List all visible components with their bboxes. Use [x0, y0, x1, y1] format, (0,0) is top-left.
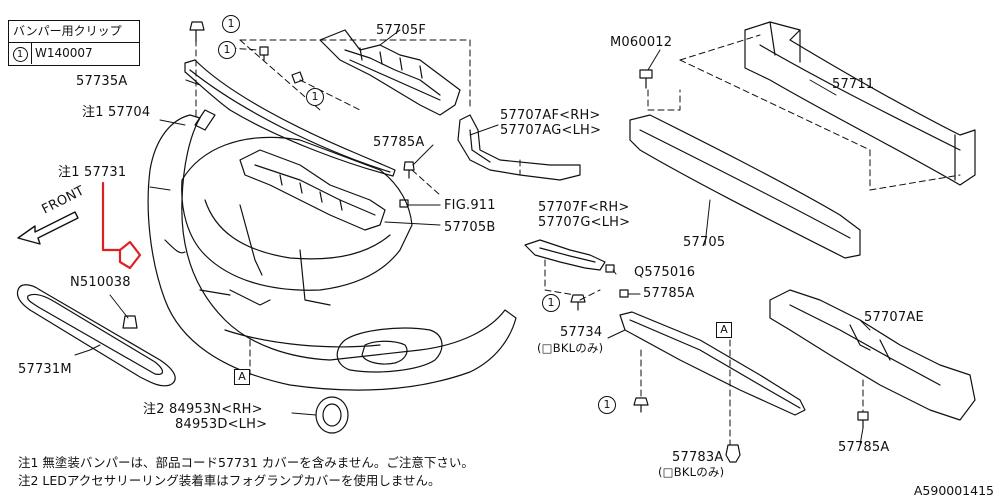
- label-57704: 注1 57704: [82, 105, 151, 120]
- label-57707AG: 57707AG<LH>: [500, 123, 602, 138]
- callout-1: 1: [542, 294, 560, 312]
- footnote-2: 注2 LEDアクセサリーリング装着車はフォグランプカバーを使用しません。: [18, 473, 441, 488]
- legend-part: W140007: [35, 46, 93, 60]
- grille-57731M: [16, 284, 176, 387]
- label-57734-note: (□BKLのみ): [537, 341, 604, 355]
- label-57735A: 57735A: [76, 74, 128, 89]
- red-highlight-57731: [101, 181, 142, 270]
- label-57707G: 57707G<LH>: [538, 215, 631, 230]
- label-84953N: 注2 84953N<RH>: [143, 402, 263, 417]
- front-arrow-icon: [17, 211, 79, 245]
- label-57705F: 57705F: [376, 23, 427, 38]
- label-57785A-3: 57785A: [838, 440, 890, 455]
- label-57705B: 57705B: [444, 220, 496, 235]
- label-57734: 57734: [560, 325, 603, 340]
- bracket-57705F: [319, 29, 461, 116]
- side-bracket-57707AE: [769, 289, 976, 421]
- fasteners: [122, 21, 869, 463]
- section-marker-a: A: [234, 369, 250, 385]
- callout-1: 1: [218, 41, 236, 59]
- label-84953D: 84953D<LH>: [175, 417, 268, 432]
- label-57707F: 57707F<RH>: [538, 200, 630, 215]
- callout-1: 1: [306, 88, 324, 106]
- bumper-face-57704: [147, 109, 517, 391]
- label-57707AE: 57707AE: [864, 310, 924, 325]
- side-bracket-57707AF: [457, 114, 581, 181]
- absorber-57705: [629, 114, 861, 259]
- label-57707AF: 57707AF<RH>: [500, 108, 601, 123]
- legend-title: バンパー用クリップ: [9, 21, 139, 43]
- side-bracket-57707F: [524, 239, 606, 271]
- callout-1: 1: [598, 396, 616, 414]
- diagram-code: A590001415: [913, 483, 994, 498]
- label-M060012: M060012: [610, 35, 673, 50]
- label-57711: 57711: [832, 77, 875, 92]
- bumper-beam-57711: [744, 21, 976, 186]
- label-FIG911: FIG.911: [444, 198, 496, 213]
- label-Q575016: Q575016: [634, 265, 696, 280]
- label-57783A-note: (□BKLのみ): [658, 465, 725, 479]
- callout-1: 1: [222, 15, 240, 33]
- fog-ring-84953: [315, 396, 349, 434]
- lower-absorber-57734: [619, 311, 806, 416]
- label-57785A-1: 57785A: [373, 135, 425, 150]
- leader-lines: [74, 29, 871, 446]
- label-57783A: 57783A: [672, 450, 724, 465]
- section-marker-a: A: [716, 322, 732, 338]
- legend-symbol: 1: [12, 47, 28, 62]
- label-57731: 注1 57731: [58, 165, 127, 180]
- label-57785A-2: 57785A: [643, 286, 695, 301]
- bracket-57705B: [239, 149, 386, 231]
- label-57731M: 57731M: [18, 362, 72, 377]
- upper-cover-57735A: [184, 59, 396, 177]
- footnote-1: 注1 無塗装バンパーは、部品コード57731 カバーを含みません。ご注意下さい。: [18, 455, 474, 470]
- clip-legend: バンパー用クリップ 1 W140007: [8, 20, 140, 66]
- label-N510038: N510038: [70, 275, 131, 290]
- label-57705: 57705: [683, 235, 726, 250]
